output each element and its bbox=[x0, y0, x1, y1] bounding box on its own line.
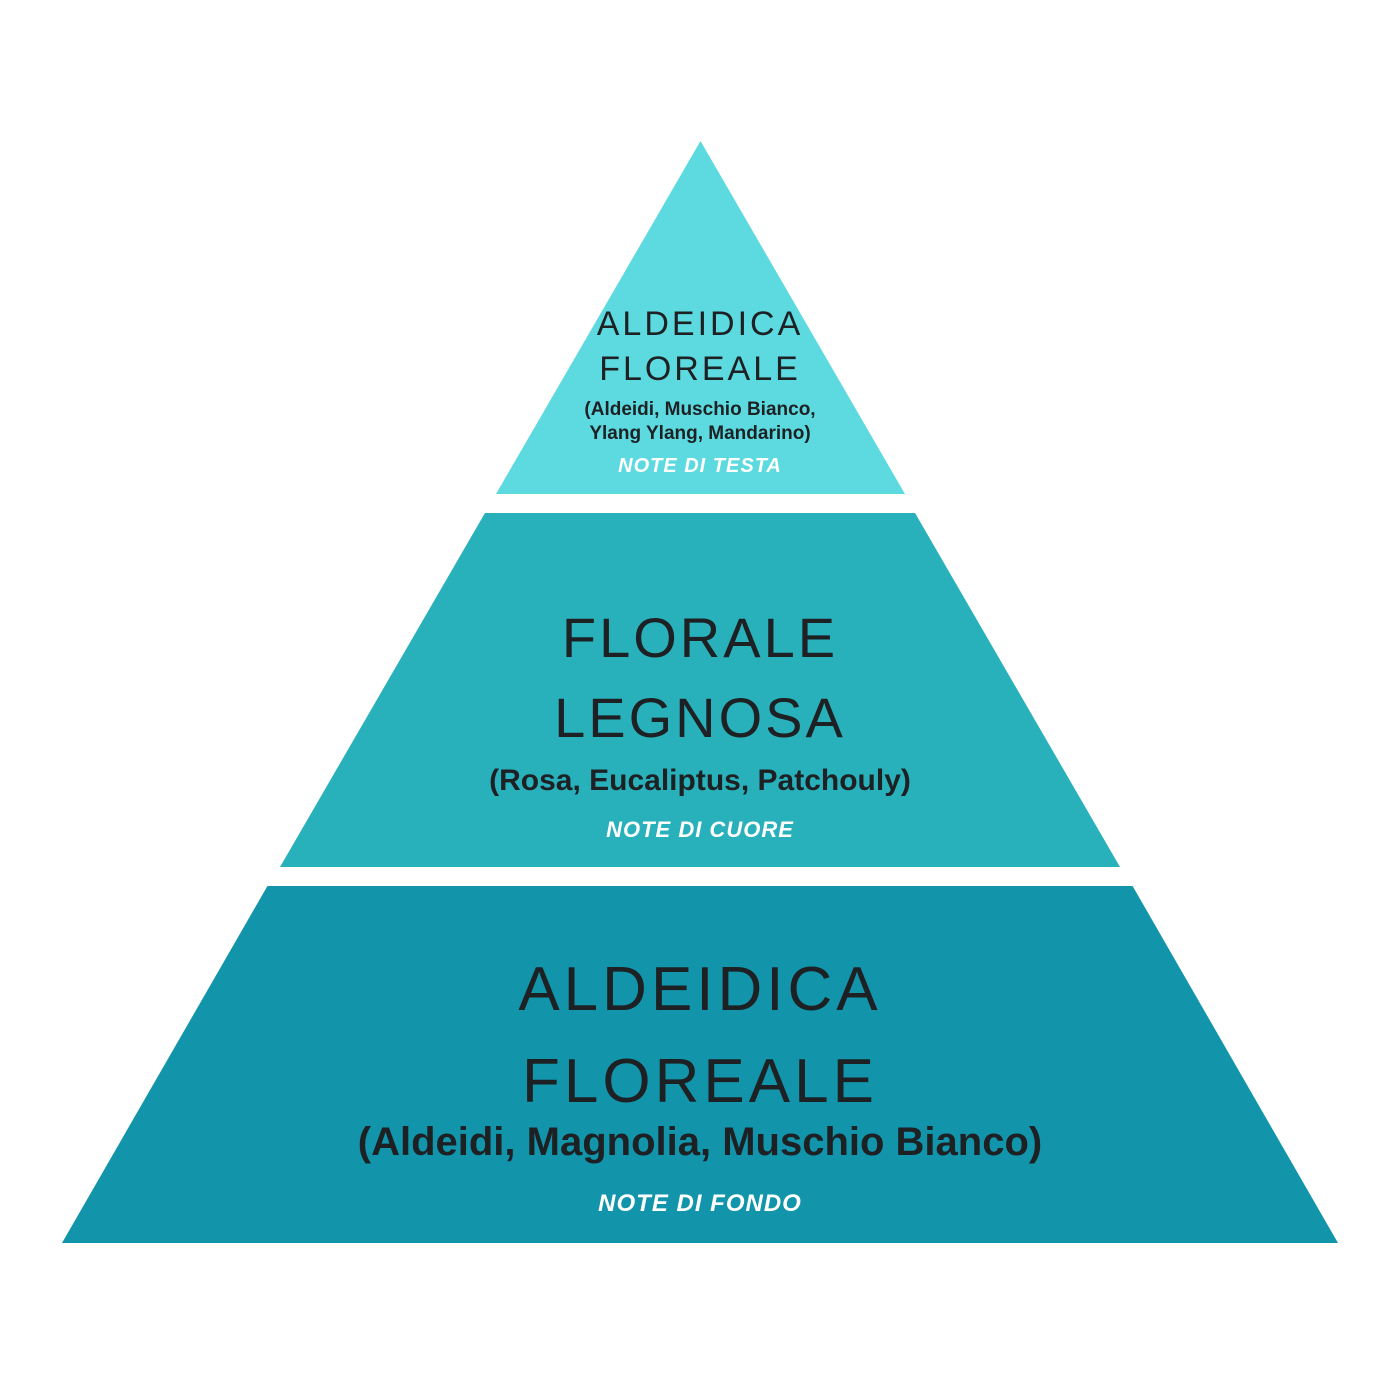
middle-tier-ingredients: (Rosa, Eucaliptus, Patchouly) bbox=[489, 764, 911, 797]
middle-tier-stage-label: NOTE DI CUORE bbox=[606, 817, 794, 842]
top-tier-family-line2: FLOREALE bbox=[599, 350, 801, 388]
middle-tier-family-line2: LEGNOSA bbox=[554, 686, 846, 749]
top-tier-family-title: ALDEIDICA FLOREALE bbox=[0, 302, 1400, 392]
middle-tier-family-title: FLORALE LEGNOSA bbox=[0, 598, 1400, 758]
top-tier-family-line1: ALDEIDICA bbox=[596, 305, 804, 343]
bottom-tier-stage-label: NOTE DI FONDO bbox=[598, 1190, 802, 1217]
middle-tier-family-line1: FLORALE bbox=[561, 606, 839, 669]
bottom-tier-ingredients: (Aldeidi, Magnolia, Muschio Bianco) bbox=[357, 1120, 1043, 1164]
bottom-tier-family-line1: ALDEIDICA bbox=[518, 955, 882, 1024]
bottom-tier-family-title: ALDEIDICA FLOREALE bbox=[0, 944, 1400, 1128]
top-tier-ingredients-line1: (Aldeidi, Muschio Bianco, bbox=[584, 399, 816, 420]
top-tier-ingredients-line2: Ylang Ylang, Mandarino) bbox=[589, 423, 811, 444]
top-tier-ingredients: (Aldeidi, Muschio Bianco, Ylang Ylang, M… bbox=[0, 398, 1400, 446]
bottom-tier-family-line2: FLOREALE bbox=[522, 1047, 878, 1116]
pyramid-tier-bottom-shape bbox=[62, 886, 1338, 1243]
top-tier-stage-label: NOTE DI TESTA bbox=[618, 455, 782, 477]
